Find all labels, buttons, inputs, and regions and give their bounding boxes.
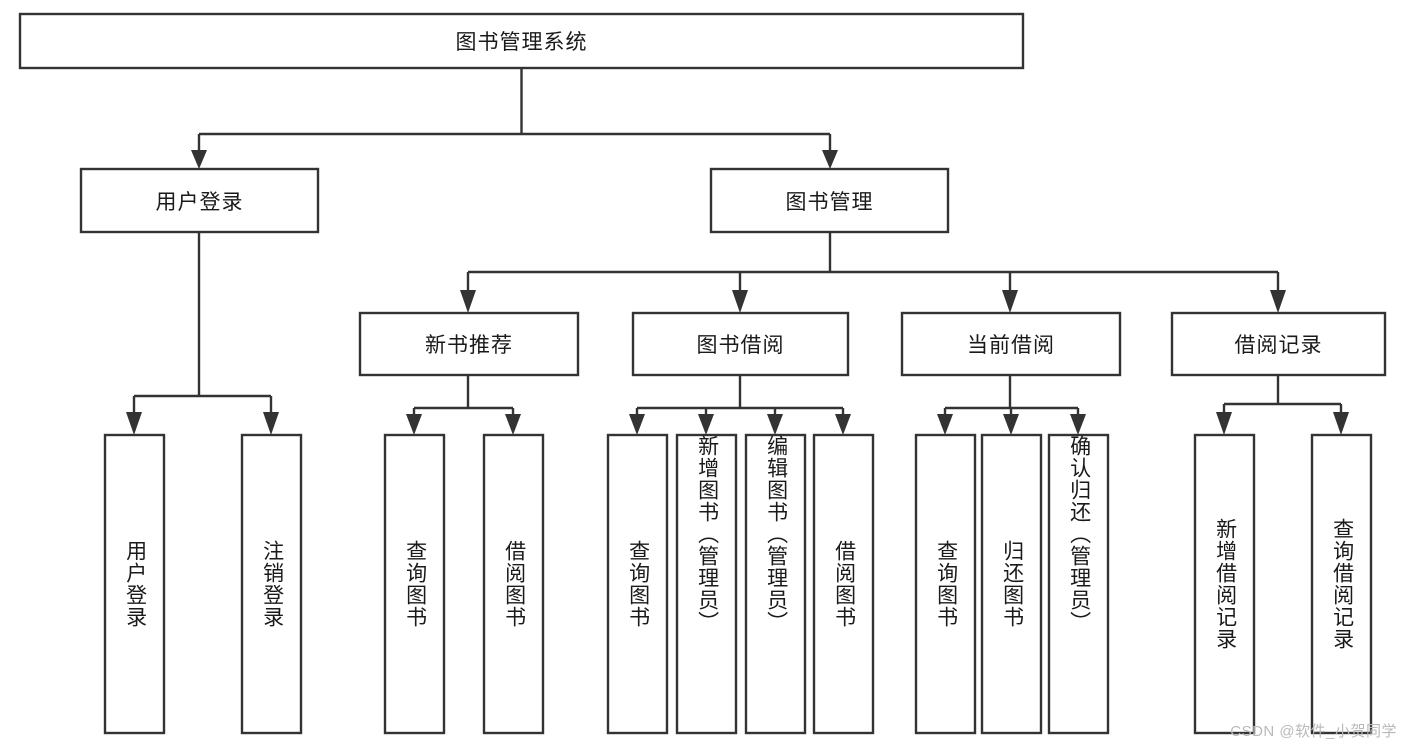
arrow-head-leaf-borrow-add (698, 414, 714, 435)
arrow-head-login (191, 150, 207, 169)
arrow-head-borrow (732, 290, 748, 313)
arrow-head-newbook (460, 290, 476, 313)
arrow-head-records (1270, 290, 1286, 313)
node-box-root[interactable] (18, 12, 1025, 70)
arrow-head-leaf-newbook-borrow (505, 414, 521, 435)
arrow-head-leaf-current-confirm (1070, 414, 1086, 435)
arrow-head-bookmgmt (822, 150, 838, 169)
arrow-head-leaf-current-return (1003, 414, 1019, 435)
nodes-layer (18, 12, 1387, 735)
node-box-current[interactable] (900, 311, 1122, 377)
arrow-head-leaf-borrow-lend (835, 414, 851, 435)
arrow-head-leaf-records-add (1216, 412, 1232, 435)
arrow-head-leaf-current-query (937, 414, 953, 435)
node-box-leaf-newbook-query[interactable] (383, 433, 446, 735)
node-box-leaf-records-add[interactable] (1193, 433, 1256, 735)
node-box-borrow[interactable] (631, 311, 850, 377)
node-box-leaf-current-confirm[interactable] (1047, 433, 1110, 735)
node-box-leaf-current-query[interactable] (914, 433, 977, 735)
node-box-login[interactable] (79, 167, 320, 234)
edges-layer (126, 68, 1349, 435)
node-box-leaf-user-login[interactable] (103, 433, 166, 735)
arrow-head-current (1002, 290, 1018, 313)
arrow-head-leaf-borrow-edit (767, 414, 783, 435)
node-box-newbook[interactable] (358, 311, 580, 377)
node-box-leaf-borrow-add[interactable] (675, 433, 738, 735)
arrow-head-leaf-records-query (1333, 412, 1349, 435)
arrow-head-leaf-borrow-query (629, 414, 645, 435)
node-box-leaf-records-query[interactable] (1310, 433, 1373, 735)
node-box-records[interactable] (1170, 311, 1387, 377)
arrow-head-leaf-user-login (126, 412, 142, 435)
node-box-leaf-borrow-query[interactable] (606, 433, 669, 735)
node-box-bookmgmt[interactable] (709, 167, 950, 234)
node-box-leaf-borrow-lend[interactable] (812, 433, 875, 735)
node-box-leaf-newbook-borrow[interactable] (482, 433, 545, 735)
node-box-leaf-current-return[interactable] (980, 433, 1043, 735)
node-box-leaf-borrow-edit[interactable] (744, 433, 807, 735)
csdn-watermark: CSDN @软件_小贺同学 (1230, 723, 1397, 740)
arrow-head-leaf-newbook-query (406, 414, 422, 435)
arrow-head-leaf-user-logout (263, 412, 279, 435)
node-box-leaf-user-logout[interactable] (240, 433, 303, 735)
